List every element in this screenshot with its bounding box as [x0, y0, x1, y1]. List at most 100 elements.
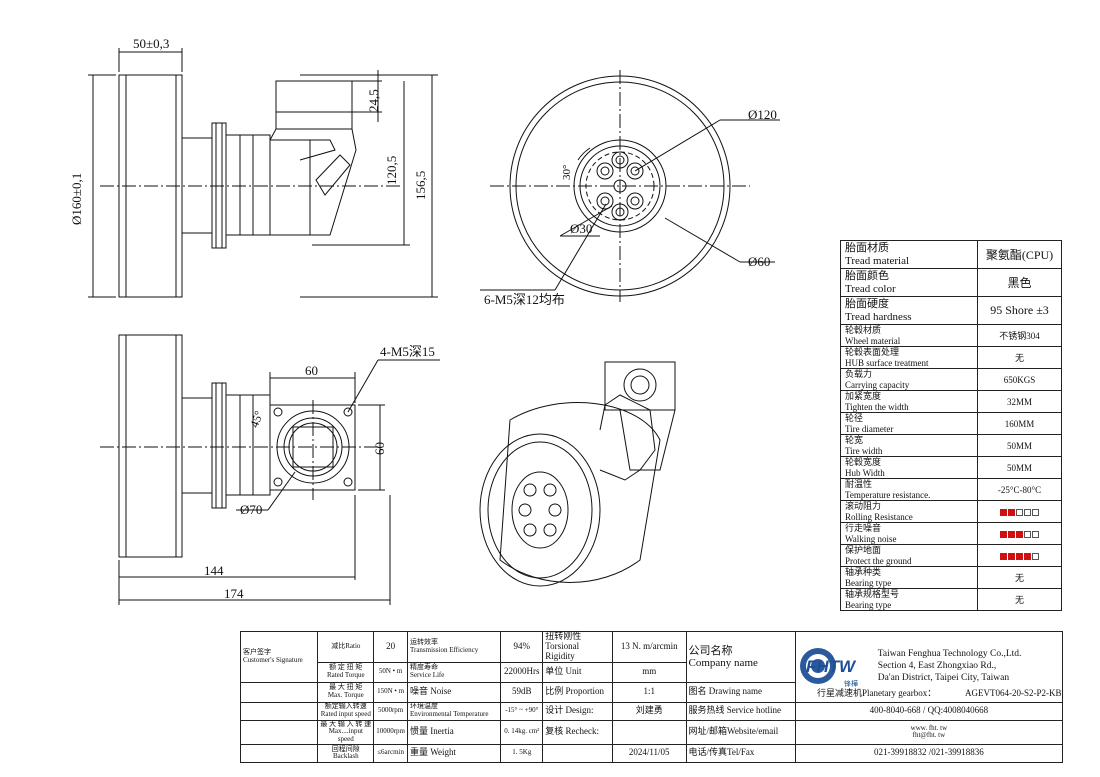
svg-text:FHTW: FHTW — [806, 657, 857, 676]
inertia-value: 0. 14kg. cm² — [500, 719, 544, 745]
rated-torque-value: 50N • m — [373, 661, 408, 683]
rating-box-empty — [1016, 508, 1023, 516]
spec-value: 95 Shore ±3 — [977, 296, 1062, 325]
dim-w60: 60 — [305, 363, 318, 378]
max-torque-value: 150N • m — [373, 681, 408, 703]
ratio-label: 减比Ratio — [317, 631, 375, 663]
rating-box-empty — [1032, 552, 1039, 560]
spec-label-zh: 耐温性 — [845, 479, 873, 490]
fhtw-logo-icon: FHTW 锋樺 — [799, 647, 858, 688]
spec-label-en: Walking noise — [845, 533, 897, 544]
spec-label-en: Carrying capacity — [845, 379, 910, 390]
dim-angle30: 30° — [561, 164, 573, 180]
spec-label-zh: 轮毂材质 — [845, 325, 882, 336]
spec-label-zh: 滚动阻力 — [845, 501, 882, 512]
spec-label-en: HUB surface treatment — [845, 357, 929, 368]
rating-box-empty — [1032, 508, 1039, 516]
rating-box-filled — [1008, 552, 1015, 560]
address-line-1: Taiwan Fenghua Technology Co.,Ltd. — [877, 649, 1022, 660]
max-speed-value: 10000rpm — [373, 719, 408, 745]
spec-label-zh: 行走噪音 — [845, 523, 882, 534]
spec-value — [977, 544, 1062, 567]
spec-label-en: Tire width — [845, 445, 883, 456]
spec-label-zh: 轮宽 — [845, 435, 864, 446]
spec-label-zh: 保护地面 — [845, 545, 882, 556]
title-block: 客户签字 Customer's Signature 减比Ratio 20 运转效… — [239, 631, 1064, 763]
side-view — [88, 48, 438, 298]
spec-label-en: Temperature resistance. — [845, 489, 931, 500]
dim-d30: Ø30 — [570, 221, 593, 236]
spec-label-en: Protect the ground — [845, 555, 912, 566]
rating-boxes — [1000, 508, 1039, 516]
spec-value: 650KGS — [977, 368, 1062, 391]
spec-value: 160MM — [977, 412, 1062, 435]
spec-label-en: Tire diameter — [845, 423, 894, 434]
dim-156-5: 156,5 — [413, 170, 428, 200]
spec-value: 50MM — [977, 456, 1062, 479]
rating-box-filled — [1016, 530, 1023, 538]
hotline-value: 400-8040-668 / QQ:4008040668 — [794, 701, 1064, 721]
rating-box-empty — [1032, 530, 1039, 538]
spec-value: 不锈钢304 — [977, 324, 1062, 347]
dim-len144: 144 — [204, 563, 224, 578]
spec-label-en: Tread hardness — [845, 310, 912, 323]
isometric-view — [479, 361, 676, 587]
drawing-name-value: 行星减速机Planetary gearbox： — [817, 688, 937, 698]
torsional-value: 13 N. m/arcmin — [611, 631, 687, 663]
efficiency-value: 94% — [500, 631, 544, 663]
rating-box-filled — [1000, 530, 1007, 538]
spec-value: 无 — [977, 346, 1062, 369]
spec-label-zh: 胎面硬度 — [845, 297, 889, 310]
spec-label-zh: 加紧宽度 — [845, 391, 882, 402]
date-value: 2024/11/05 — [611, 743, 687, 763]
spec-label-zh: 轮毂表面处理 — [845, 347, 900, 358]
spec-label-en: Hub Width — [845, 467, 885, 478]
dim-d70: Ø70 — [240, 502, 263, 517]
spec-value: 无 — [977, 566, 1062, 589]
spec-value: 聚氨酯(CPU) — [977, 240, 1062, 269]
spec-value: -25°C-80°C — [977, 478, 1062, 501]
spec-value — [977, 522, 1062, 545]
rating-box-filled — [1000, 508, 1007, 516]
front-view — [480, 70, 780, 302]
spec-label-en: Wheel material — [845, 335, 901, 346]
svg-text:锋樺: 锋樺 — [844, 679, 858, 688]
dim-width-top: 50±0,3 — [133, 36, 170, 51]
dim-d60: Ø60 — [748, 254, 771, 269]
spec-label-en: Tread material — [845, 254, 910, 267]
rating-box-filled — [1016, 552, 1023, 560]
rating-boxes — [1000, 530, 1039, 538]
life-value: 22000Hrs — [500, 661, 544, 683]
rating-box-filled — [1000, 552, 1007, 560]
designer-value: 刘建勇 — [611, 701, 687, 721]
spec-label-zh: 轮毂宽度 — [845, 457, 882, 468]
rating-boxes — [1000, 552, 1039, 560]
spec-label-zh: 轴承规格型号 — [845, 589, 900, 600]
dim-len174: 174 — [224, 586, 244, 601]
